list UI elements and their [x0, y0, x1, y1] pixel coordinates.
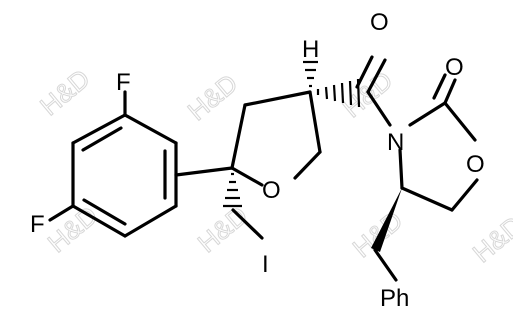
- watermark-text: H&D: [42, 200, 103, 258]
- bond: [443, 78, 457, 105]
- atom-iodine: I: [262, 251, 269, 278]
- bond: [231, 208, 264, 240]
- watermark-text: H&D: [467, 210, 513, 268]
- hashed-wedge-carbonyl: [316, 78, 361, 108]
- bond: [443, 101, 477, 142]
- bond: [366, 90, 392, 127]
- bond: [450, 178, 479, 212]
- bond: [123, 113, 178, 145]
- bond: [408, 101, 447, 127]
- bond: [308, 90, 322, 154]
- atom-phenyl: Ph: [380, 285, 409, 312]
- bond: [400, 186, 454, 212]
- bond: [71, 204, 127, 238]
- atom-nitrogen: N: [387, 129, 404, 156]
- atom-stereo-hydrogen: H: [302, 36, 319, 63]
- bond: [293, 150, 322, 180]
- bond: [174, 166, 234, 177]
- bond: [123, 204, 178, 238]
- bond: [432, 73, 447, 100]
- bond: [366, 58, 387, 94]
- hashed-wedge-h: [303, 60, 318, 88]
- atom-carbonyl-oxygen: O: [370, 9, 389, 36]
- hashed-wedge-ch2: [223, 172, 242, 208]
- bond: [355, 55, 374, 89]
- oxazolidinone-ring: [398, 73, 479, 212]
- bond: [81, 126, 123, 152]
- atom-ring-oxygen: O: [262, 177, 281, 204]
- bond: [243, 90, 312, 107]
- bond: [230, 166, 264, 187]
- atom-fluorine-top: F: [116, 69, 131, 96]
- bond: [71, 113, 127, 145]
- bond: [48, 204, 75, 222]
- bond: [82, 198, 127, 226]
- bond: [373, 248, 398, 282]
- bond: [398, 148, 404, 190]
- watermark-text: H&D: [192, 200, 253, 258]
- tetrahydrofuran-ring: [230, 90, 322, 187]
- watermark-text: H&D: [34, 63, 95, 121]
- bond: [230, 103, 247, 170]
- watermark-text: H&D: [182, 68, 243, 126]
- watermark-text: H&D: [337, 65, 398, 123]
- atom-oxazolidinone-ring-oxygen: O: [466, 151, 485, 178]
- watermark-group: H&D H&D H&D H&D H&D H&D H&D: [34, 63, 513, 269]
- atom-fluorine-bottom: F: [30, 211, 45, 238]
- solid-wedge-benzyl: [371, 188, 402, 252]
- atom-oxazolidinone-carbonyl-oxygen: O: [445, 54, 464, 81]
